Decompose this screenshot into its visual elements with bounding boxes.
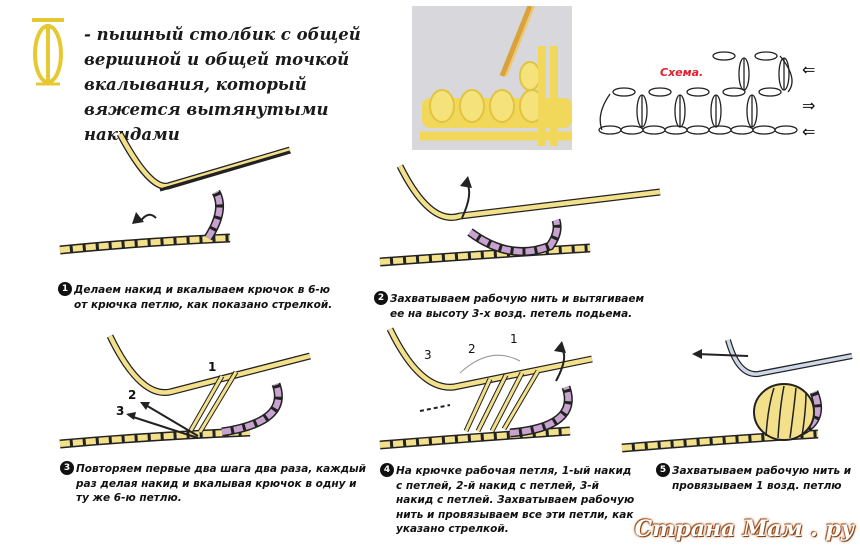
step-2-illustration (379, 164, 661, 267)
scheme-arrow-top: ⇐ (802, 60, 816, 79)
step-3-number: 3 (60, 461, 74, 475)
step-3-illustration (59, 334, 311, 449)
step-4-number: 4 (380, 463, 394, 477)
step-3-label-2: 2 (128, 388, 137, 402)
step-5-number: 5 (656, 463, 670, 477)
step-3-label-3: 3 (116, 404, 125, 418)
step-5-illustration (621, 339, 853, 453)
scheme-arrow-middle: ⇒ (802, 96, 816, 115)
step-2-caption: 2 Захватываем рабочую нить и вытягиваем … (374, 291, 650, 321)
scheme-arrow-bottom: ⇐ (802, 122, 816, 141)
step-4-label-1: 1 (510, 332, 518, 346)
step-1-number: 1 (58, 282, 72, 296)
scheme-diagram (598, 51, 798, 135)
puff-stitch-symbol-icon (32, 18, 64, 86)
step-1-illustration (59, 132, 291, 255)
stitch-description: - пышный столбик с общей вершиной и обще… (84, 25, 361, 144)
step-4-caption: 4 На крючке рабочая петля, 1-ый накид с … (380, 463, 636, 537)
scheme-label: Схема. (660, 66, 704, 79)
step-1-caption: 1 Делаем накид и вкалываем крючок в 6-ю … (58, 282, 334, 312)
step-4-illustration (379, 327, 593, 450)
step-3-caption: 3 Повторяем первые два шага два раза, ка… (60, 461, 366, 506)
step-4-label-2: 2 (468, 342, 476, 356)
step-4-label-3: 3 (424, 348, 432, 362)
swatch-photo (412, 6, 572, 150)
step-3-label-1: 1 (208, 360, 217, 374)
step-2-number: 2 (374, 291, 388, 305)
step-5-caption: 5 Захватываем рабочую нить и провязываем… (656, 463, 852, 493)
site-watermark: Страна Мам . ру (634, 516, 854, 542)
